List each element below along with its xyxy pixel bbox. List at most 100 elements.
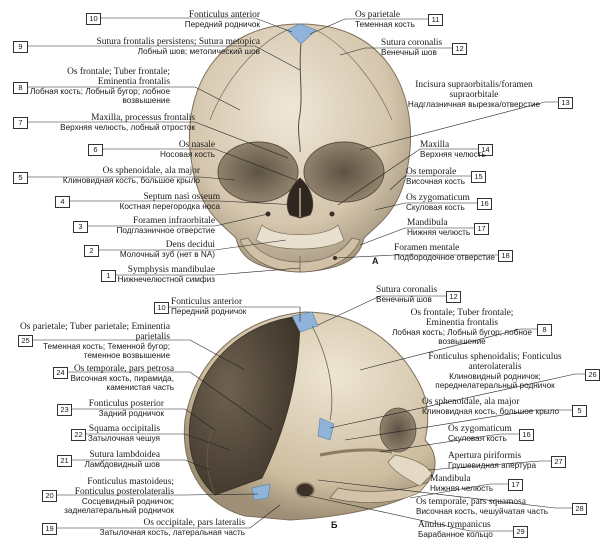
leader-line xyxy=(102,148,297,181)
label-number: 23 xyxy=(57,404,72,416)
leader-line xyxy=(359,101,558,151)
label-number: 8 xyxy=(537,324,552,336)
maxilla-side xyxy=(387,454,433,487)
orbit-right xyxy=(303,141,385,203)
mental-foramen xyxy=(333,256,337,260)
label-number: 4 xyxy=(55,196,70,208)
leader-line xyxy=(116,267,301,276)
leader-line xyxy=(99,239,287,251)
leader-line xyxy=(28,176,236,181)
callout-os-frontale-b: Os frontale; Tuber frontale; Eminentia f… xyxy=(392,308,532,347)
leader-line xyxy=(28,45,301,71)
label-number: 17 xyxy=(508,479,523,491)
sphenoidal-fontanelle xyxy=(317,417,335,441)
label-number: 17 xyxy=(474,223,489,235)
label-number: 11 xyxy=(428,14,443,26)
label-number: 6 xyxy=(88,144,103,156)
label-number: 10 xyxy=(154,302,169,314)
leader-line xyxy=(72,408,216,431)
leader-line xyxy=(359,328,537,371)
label-number: 12 xyxy=(446,291,461,303)
leader-line xyxy=(168,306,301,322)
leader-line xyxy=(70,200,300,206)
leader-line xyxy=(344,409,572,441)
skull-front-view xyxy=(188,23,412,273)
label-number: 9 xyxy=(13,41,28,53)
leader-line xyxy=(409,483,508,499)
label-number: 25 xyxy=(18,335,33,347)
panel-label-a: А xyxy=(372,256,379,266)
callout-os-parietale-b: Os parietale; Tuber parietale; Eminentia… xyxy=(20,322,170,361)
callout-fonticulus-mastoideus: Fonticulus mastoideus; Fonticulus poster… xyxy=(64,477,174,516)
maxilla-teeth xyxy=(255,224,345,250)
leader-line xyxy=(88,213,269,227)
label-number: 3 xyxy=(73,221,88,233)
leader-line xyxy=(337,148,478,206)
label-number: 22 xyxy=(71,429,86,441)
label-number: 2 xyxy=(84,245,99,257)
label-number: 27 xyxy=(551,456,566,468)
lambdoid-suture xyxy=(206,429,216,496)
callout-os-frontale-a: Os frontale; Tuber frontale; Eminentia f… xyxy=(30,67,170,106)
leader-line xyxy=(72,459,211,471)
label-number: 5 xyxy=(13,172,28,184)
leader-line xyxy=(100,17,293,33)
callout-sutura-frontalis: Sutura frontalis persistens; Sutura meto… xyxy=(96,37,260,56)
leader-line xyxy=(68,371,273,431)
label-number: 5 xyxy=(572,405,587,417)
label-number: 24 xyxy=(53,367,68,379)
coronal-suture-right xyxy=(315,29,393,121)
label-number: 13 xyxy=(558,97,573,109)
leader-line xyxy=(374,202,477,211)
leader-line xyxy=(317,479,572,509)
leader-line xyxy=(339,47,452,56)
mastoid-fontanelle xyxy=(251,483,271,501)
coronal-suture-left xyxy=(209,29,288,121)
leader-line xyxy=(86,433,231,451)
label-number: 12 xyxy=(452,43,467,55)
anterior-fontanelle-side xyxy=(291,311,319,333)
orbit-left xyxy=(217,141,299,203)
label-number: 15 xyxy=(471,171,486,183)
orbit-side xyxy=(379,407,417,453)
leader-line xyxy=(317,295,446,326)
callout-fonticulus-sphenoidalis: Fonticulus sphenoidalis; Fonticulus ante… xyxy=(428,352,562,391)
label-number: 19 xyxy=(42,523,57,535)
leader-line xyxy=(335,254,498,259)
leader-line xyxy=(389,175,471,191)
panel-label-b: Б xyxy=(331,520,338,530)
label-number: 16 xyxy=(519,429,534,441)
label-number: 1 xyxy=(101,270,116,282)
label-number: 14 xyxy=(478,144,493,156)
leader-line xyxy=(57,504,281,529)
leader-line xyxy=(304,494,513,532)
label-number: 29 xyxy=(513,526,528,538)
metopic-suture xyxy=(297,43,302,153)
tympanic-ring xyxy=(295,482,315,498)
leader-line xyxy=(329,373,585,429)
